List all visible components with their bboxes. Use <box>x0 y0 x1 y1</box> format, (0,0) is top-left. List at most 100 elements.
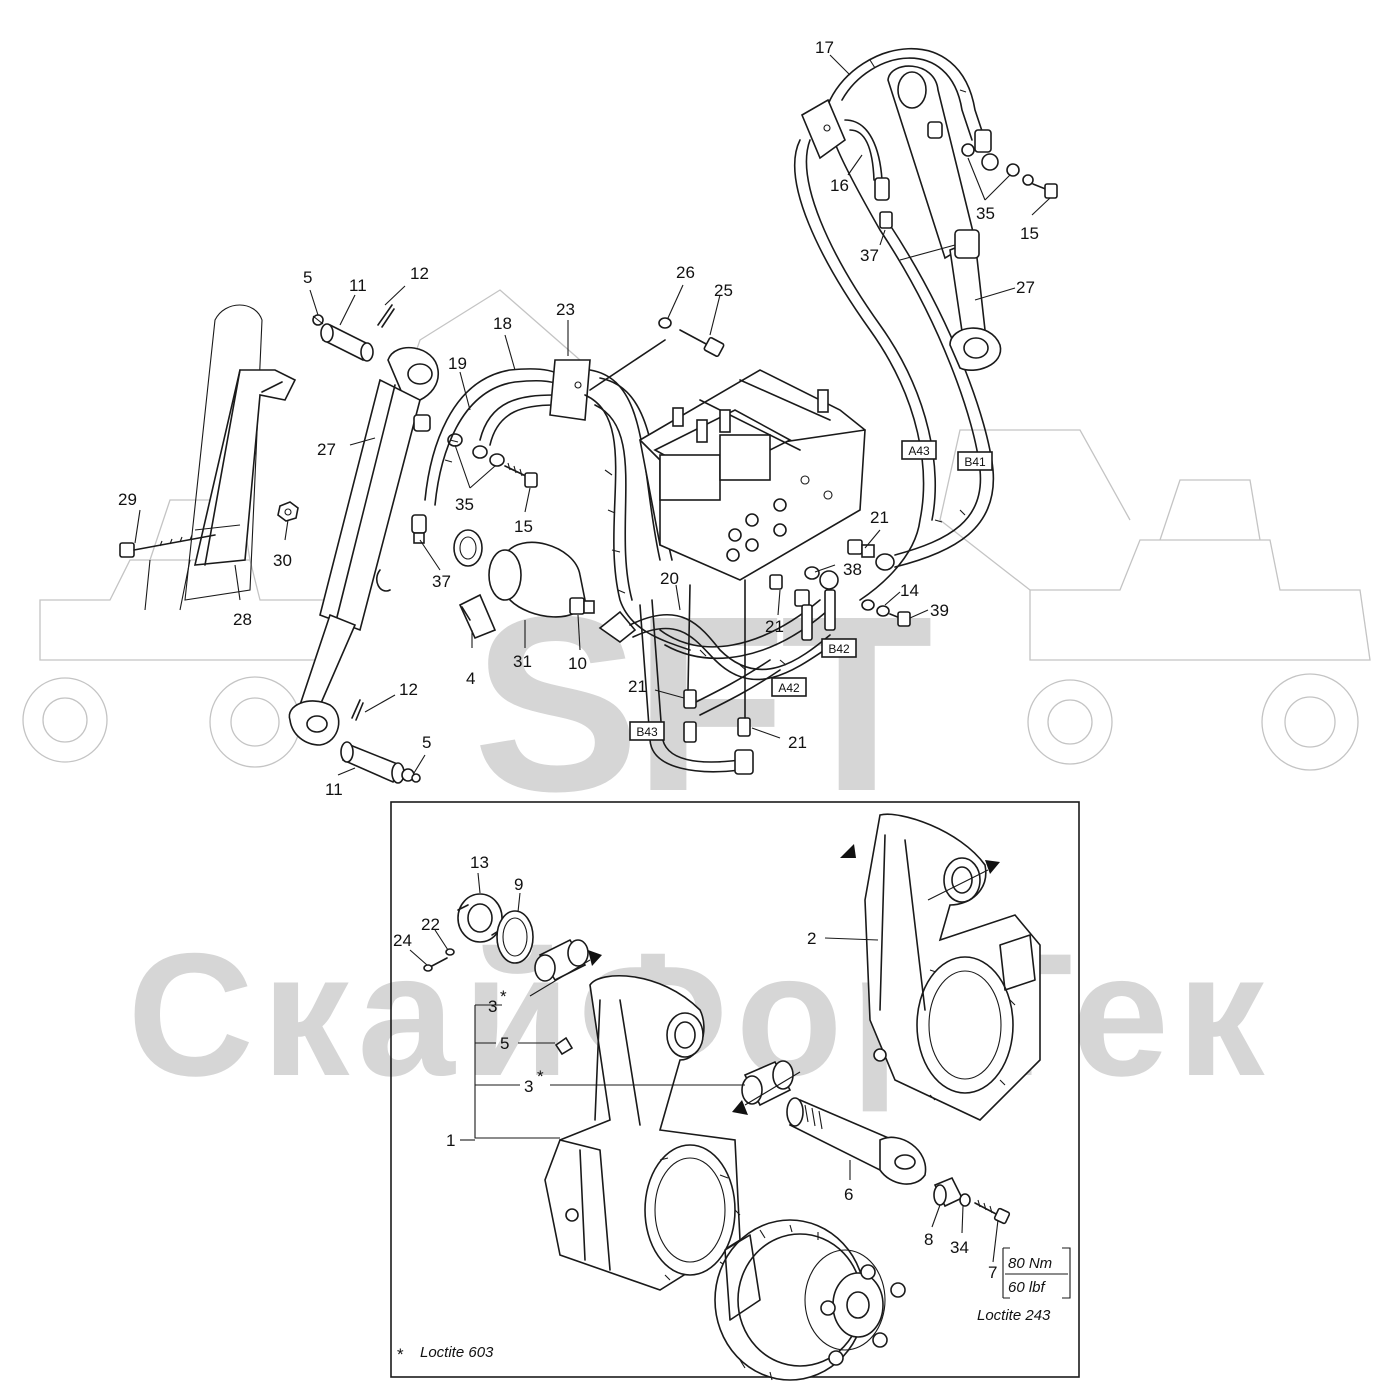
shaft-6 <box>786 1097 927 1185</box>
ghost-cylinder-outline <box>144 304 263 611</box>
callout-17: 17 <box>815 38 834 57</box>
callout-7: 7 <box>988 1263 997 1282</box>
inset-leader-lines <box>409 872 1071 1299</box>
callout-24: 24 <box>393 931 412 950</box>
callout-3-upper: 3 <box>488 997 497 1016</box>
callout-18: 18 <box>493 314 512 333</box>
callout-25: 25 <box>714 281 733 300</box>
callout-34: 34 <box>950 1238 969 1257</box>
callout-12-lower: 12 <box>399 680 418 699</box>
callout-1: 1 <box>446 1131 455 1150</box>
callout-27-left: 27 <box>317 440 336 459</box>
callout-37-upper: 37 <box>860 246 879 265</box>
washer-34 <box>959 1193 971 1207</box>
bolt-25 <box>658 317 725 358</box>
clamp-23 <box>549 359 591 421</box>
pin-11-lower <box>340 741 405 784</box>
fittings-upper-right <box>927 121 1058 199</box>
cotter-pin-12-lower <box>351 699 364 721</box>
callout-19: 19 <box>448 354 467 373</box>
pin-11-upper <box>320 323 374 362</box>
loctite-603-note: Loctite 603 <box>420 1344 494 1361</box>
swing-arm-2 <box>840 813 1041 1121</box>
lock-nut-13 <box>457 893 503 943</box>
bolt-29 <box>119 534 216 558</box>
hose-tag-a43: A43 <box>908 444 930 458</box>
callout-11-lower: 11 <box>325 780 343 799</box>
ring-9 <box>496 910 534 964</box>
asterisk-mark-lower: * <box>537 1067 544 1086</box>
callout-6: 6 <box>844 1185 853 1204</box>
swing-arm-1 <box>544 975 741 1291</box>
banjo-fitting-left-cylinder <box>413 414 538 488</box>
callout-16: 16 <box>830 176 849 195</box>
callout-9: 9 <box>514 875 523 894</box>
cotter-pin-12-upper <box>377 304 395 328</box>
direction-arrow-icon <box>588 950 602 966</box>
torque-metric: 80 Nm <box>1008 1255 1052 1272</box>
callout-21-lower-right: 21 <box>788 733 807 752</box>
hose-17 <box>829 47 992 153</box>
valve-block <box>639 369 866 581</box>
callout-23: 23 <box>556 300 575 319</box>
callout-31: 31 <box>513 652 532 671</box>
callout-21-right: 21 <box>870 508 889 527</box>
hose-tag-b41: B41 <box>964 455 986 469</box>
bolt-7 <box>974 1199 1011 1225</box>
bushing-3-lower <box>732 1060 801 1115</box>
asterisk-legend-mark: * <box>397 1345 404 1364</box>
direction-arrow-icon-3 <box>985 860 1000 874</box>
bushing-3-upper <box>529 938 602 997</box>
grease-nipple-5-lower <box>401 768 421 783</box>
callout-30: 30 <box>273 551 292 570</box>
watermark-tractor-right-icon <box>939 429 1371 771</box>
callout-5-inset: 5 <box>500 1034 509 1053</box>
callout-11-upper: 11 <box>349 276 367 295</box>
callout-35-upper: 35 <box>976 204 995 223</box>
callout-39: 39 <box>930 601 949 620</box>
hose-tag-b42: B42 <box>828 642 850 656</box>
loctite-243-note: Loctite 243 <box>977 1307 1051 1324</box>
clamp-upper-right <box>800 98 846 160</box>
callout-22: 22 <box>421 915 440 934</box>
bushing-8 <box>933 1176 964 1208</box>
wheel-hub-motor <box>714 1219 906 1381</box>
callout-8: 8 <box>924 1230 933 1249</box>
nut-30 <box>277 501 299 522</box>
inset-frame <box>390 801 1080 1378</box>
callout-20: 20 <box>660 569 679 588</box>
callout-15-left: 15 <box>514 517 533 536</box>
callout-37-left: 37 <box>432 572 451 591</box>
callout-28: 28 <box>233 610 252 629</box>
adapter-37-left <box>411 514 427 544</box>
callout-2: 2 <box>807 929 816 948</box>
grease-nipple-5-upper <box>312 314 324 326</box>
direction-arrow-icon-2 <box>732 1100 748 1115</box>
inset-panel: 13 9 24 22 3 * 5 3 * 1 2 6 8 34 7 80 Nm … <box>390 801 1080 1381</box>
guard-plate-28 <box>193 369 297 566</box>
callout-35-left: 35 <box>455 495 474 514</box>
screw-24 <box>423 957 448 972</box>
hydraulic-cylinder-27-left <box>288 346 440 746</box>
upper-leader-lines <box>134 54 1051 776</box>
callout-14: 14 <box>900 581 919 600</box>
hose-18-19 <box>424 368 561 506</box>
hose-tag-a42: A42 <box>778 681 800 695</box>
direction-arrow-icon-4 <box>840 844 856 858</box>
callout-29: 29 <box>118 490 137 509</box>
callout-38: 38 <box>843 560 862 579</box>
hose-lower-loop <box>639 579 781 775</box>
callout-21-mid: 21 <box>765 617 784 636</box>
callout-15-upper: 15 <box>1020 224 1039 243</box>
callout-5-upper: 5 <box>303 268 312 287</box>
hose-tags: A43 B41 B42 A42 B43 <box>629 440 993 741</box>
callout-10: 10 <box>568 654 587 673</box>
hydraulic-cylinder-27-right <box>887 65 1002 372</box>
callout-13: 13 <box>470 853 489 872</box>
bracket-4 <box>458 593 497 640</box>
callout-12-upper: 12 <box>410 264 429 283</box>
adapter-10 <box>569 597 595 615</box>
hose-tag-b43: B43 <box>636 725 658 739</box>
callout-4: 4 <box>466 669 475 688</box>
